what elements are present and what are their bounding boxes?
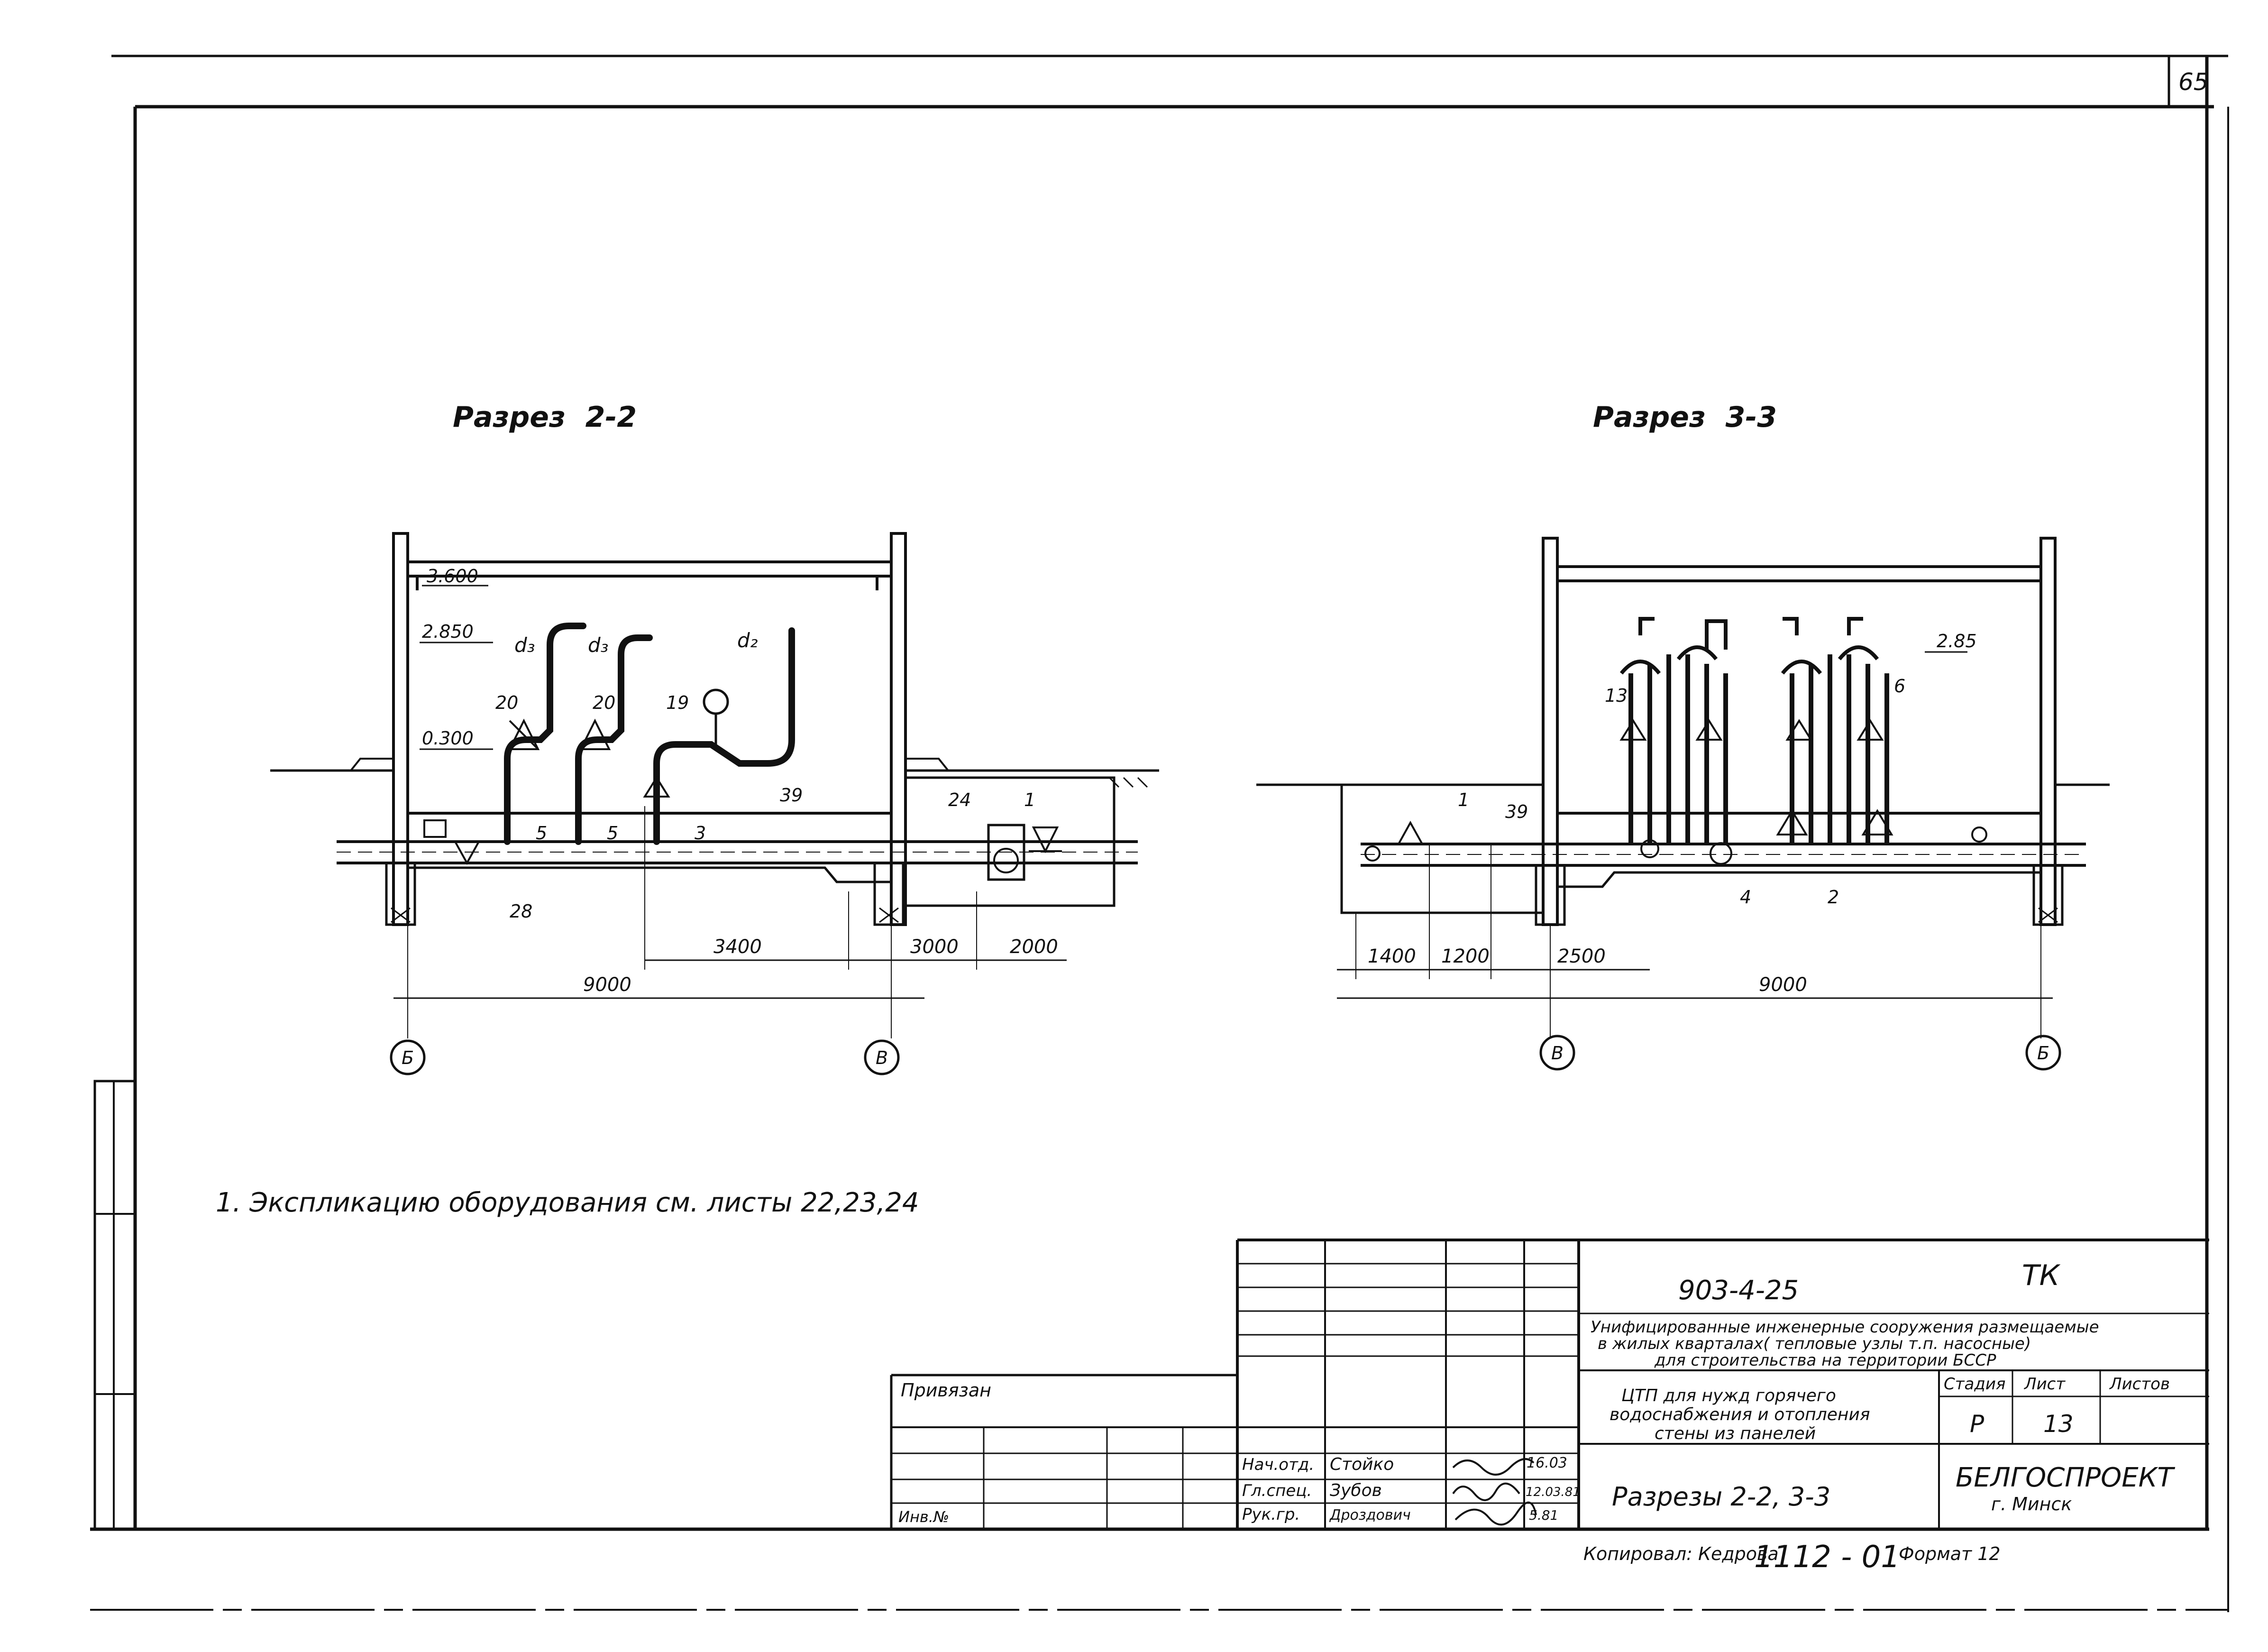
sheet-frame: 65 bbox=[90, 55, 2229, 1612]
dim-3000: 3000 bbox=[910, 936, 959, 958]
label-d3-left: d₃ bbox=[514, 633, 535, 657]
org-name: БЕЛГОСПРОЕКТ bbox=[1956, 1462, 2175, 1493]
pos-3: 3 bbox=[695, 823, 706, 844]
name-drozdovich: Дроздович bbox=[1329, 1507, 1411, 1524]
pos-19: 19 bbox=[666, 692, 689, 713]
dim-9000-left: 9000 bbox=[583, 974, 631, 996]
role-chief-spec: Гл.спец. bbox=[1242, 1481, 1312, 1500]
dim-1400: 1400 bbox=[1368, 945, 1416, 967]
sheet-number: 65 bbox=[2178, 68, 2209, 96]
pos-28: 28 bbox=[510, 901, 532, 922]
role-group-head: Рук.гр. bbox=[1242, 1505, 1300, 1524]
stage-value: Р bbox=[1970, 1410, 1984, 1438]
axis-v-right: В bbox=[1551, 1043, 1564, 1064]
pos-39: 39 bbox=[780, 785, 803, 806]
description-line-3: для строительства на территории БССР bbox=[1654, 1351, 1996, 1370]
dim-2500: 2500 bbox=[1557, 945, 1606, 967]
heat-exchanger-group-right bbox=[1776, 617, 1893, 844]
date-1: 16.03 bbox=[1527, 1455, 1567, 1471]
sheets-header: Листов bbox=[2109, 1375, 2170, 1394]
dim-2000: 2000 bbox=[1010, 936, 1058, 958]
pos-5-b: 5 bbox=[607, 823, 618, 844]
project-code: 903-4-25 bbox=[1678, 1275, 1799, 1306]
dim-3400: 3400 bbox=[713, 936, 762, 958]
pos-2: 2 bbox=[1828, 887, 1839, 908]
axis-v-left: В bbox=[876, 1047, 888, 1068]
sheet-header: Лист bbox=[2023, 1375, 2066, 1394]
level-0300: 0.300 bbox=[422, 728, 474, 749]
level-3600: 3.600 bbox=[427, 566, 478, 587]
dim-1200: 1200 bbox=[1441, 945, 1490, 967]
copied-by: Копировал: Кедрова bbox=[1583, 1543, 1779, 1564]
description-line-1: Унифицированные инженерные сооружения ра… bbox=[1591, 1318, 2099, 1337]
heat-exchanger-group-left bbox=[1619, 617, 1728, 844]
object-name-line-2: водоснабжения и отопления bbox=[1610, 1405, 1870, 1424]
org-city: г. Минск bbox=[1991, 1494, 2072, 1514]
description-line-2: в жилых кварталах( тепловые узлы т.п. на… bbox=[1598, 1334, 2031, 1353]
inventory-label: Инв.№ bbox=[898, 1508, 949, 1526]
equipment-note: 1. Экспликацию оборудования см. листы 22… bbox=[216, 1187, 919, 1218]
privyazan-label: Привязан bbox=[901, 1380, 991, 1401]
date-3: 5.81 bbox=[1529, 1507, 1558, 1523]
pos-1-right: 1 bbox=[1458, 789, 1469, 810]
object-name-line-3: стены из панелей bbox=[1655, 1424, 1816, 1443]
sheet-title: Разрезы 2-2, 3-3 bbox=[1612, 1482, 1830, 1512]
pos-20-b: 20 bbox=[593, 692, 615, 713]
sheet-value: 13 bbox=[2043, 1410, 2074, 1438]
name-stoyko: Стойко bbox=[1330, 1455, 1394, 1474]
document-number: 1112 - 01 bbox=[1754, 1540, 1900, 1575]
section-3-3-title: Разрез 3-3 bbox=[1593, 401, 1777, 434]
dim-9000-right: 9000 bbox=[1759, 974, 1807, 996]
axis-b-right: Б bbox=[2037, 1043, 2049, 1064]
signatures bbox=[1452, 1458, 1537, 1526]
pos-13: 13 bbox=[1605, 685, 1628, 706]
name-zubov: Зубов bbox=[1330, 1481, 1382, 1500]
title-block: 903-4-25 ТК Унифицированные инженерные с… bbox=[890, 1239, 2209, 1575]
level-285: 2.85 bbox=[1937, 631, 1977, 652]
axis-b-left: Б bbox=[402, 1047, 414, 1068]
label-d2: d₂ bbox=[737, 629, 758, 652]
pos-20-a: 20 bbox=[495, 692, 518, 713]
object-name-line-1: ЦТП для нужд горячего bbox=[1621, 1386, 1836, 1405]
pos-5-a: 5 bbox=[536, 823, 547, 844]
section-2-2-title: Разрез 2-2 bbox=[453, 401, 637, 434]
level-2850: 2.850 bbox=[422, 621, 474, 642]
drawing-mark: ТК bbox=[2022, 1259, 2061, 1292]
label-d3-right: d₃ bbox=[588, 633, 609, 657]
pos-39-right: 39 bbox=[1505, 801, 1528, 822]
pos-1: 1 bbox=[1024, 789, 1035, 810]
pos-24: 24 bbox=[948, 789, 971, 810]
stage-header: Стадия bbox=[1944, 1375, 2005, 1394]
section-3-3: Разрез 3-3 bbox=[1256, 401, 2110, 1071]
pos-4: 4 bbox=[1740, 887, 1751, 908]
role-head-dept: Нач.отд. bbox=[1242, 1455, 1314, 1474]
section-2-2: Разрез 2-2 bbox=[270, 401, 1159, 1075]
format-label: Формат 12 bbox=[1899, 1543, 2001, 1564]
date-2: 12.03.81 bbox=[1526, 1485, 1581, 1499]
pos-6: 6 bbox=[1894, 676, 1905, 697]
